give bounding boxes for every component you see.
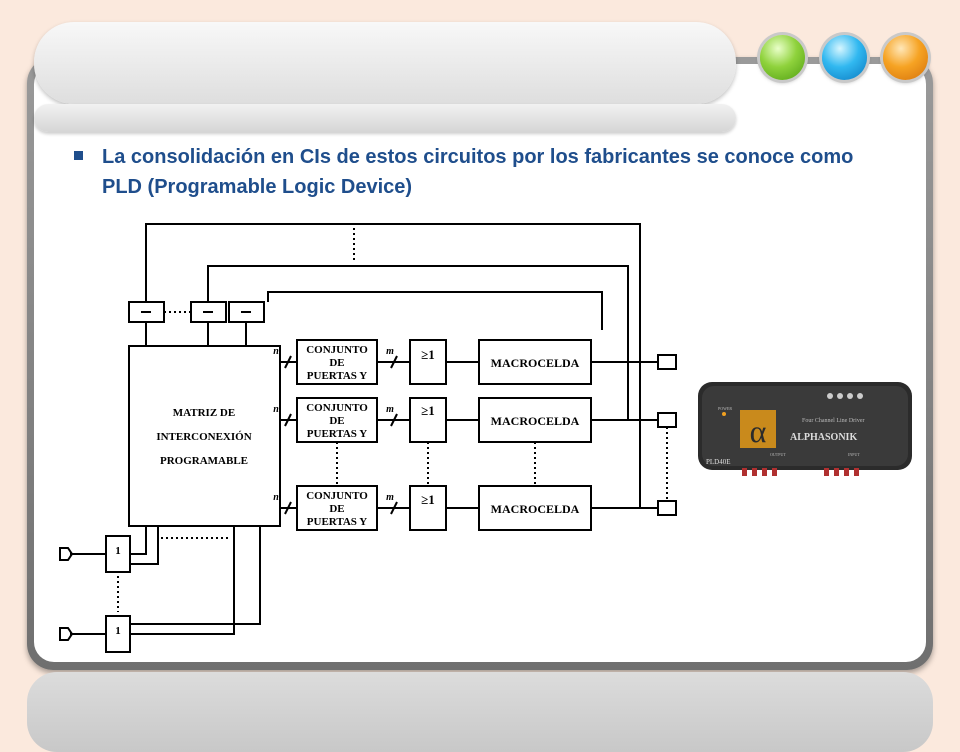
subtitle-bar <box>34 104 736 132</box>
or-label-1: ≥1 <box>421 347 435 362</box>
square-bullet-icon <box>74 151 83 160</box>
or-label-2: ≥1 <box>421 403 435 418</box>
macro-label-1: MACROCELDA <box>491 356 580 370</box>
device-photo: α Four Channel Line Driver ALPHASONIK PL… <box>692 322 918 548</box>
matrix-label-line1: MATRIZ DE <box>173 407 235 419</box>
gate-label-3b: DE <box>329 503 344 515</box>
alpha-logo: α <box>750 413 767 449</box>
gate-label-1a: CONJUNTO <box>306 344 368 356</box>
device-power-label: POWER <box>718 406 732 411</box>
matrix-label-line2: INTERCONEXIÓN <box>156 431 251 443</box>
pld-diagram-svg: MATRIZ DE INTERCONEXIÓN PROGRAMABLE CONJ… <box>59 223 677 653</box>
interconnect-matrix-box <box>128 345 281 527</box>
green-orb-icon <box>760 35 805 80</box>
blue-orb-icon <box>822 35 867 80</box>
gate-label-2c: PUERTAS Y <box>307 428 367 440</box>
macro-label-3: MACROCELDA <box>491 502 580 516</box>
device-input-label: INPUT <box>848 452 860 457</box>
device-svg: α Four Channel Line Driver ALPHASONIK PL… <box>698 382 912 476</box>
macro-label-2: MACROCELDA <box>491 414 580 428</box>
gate-label-1c: PUERTAS Y <box>307 370 367 382</box>
bus-n-label-1: n <box>273 346 279 357</box>
orange-orb-icon <box>883 35 928 80</box>
gate-label-2b: DE <box>329 415 344 427</box>
device-model: PLD40E <box>706 458 731 466</box>
bus-m-label-1: m <box>386 346 394 357</box>
bullet-text: La consolidación en CIs de estos circuit… <box>102 146 854 198</box>
device-brand: ALPHASONIK <box>790 432 857 443</box>
gate-label-3a: CONJUNTO <box>306 490 368 502</box>
bus-n-label-2: n <box>273 404 279 415</box>
device-caption: Four Channel Line Driver <box>802 418 864 424</box>
and-label-1: 1 <box>115 545 121 557</box>
bus-m-label-3: m <box>386 492 394 503</box>
gate-label-1b: DE <box>329 357 344 369</box>
bullet-point: La consolidación en CIs de estos circuit… <box>74 142 894 202</box>
pld-block-diagram: MATRIZ DE INTERCONEXIÓN PROGRAMABLE CONJ… <box>46 214 684 655</box>
device-output-label: OUTPUT <box>770 452 786 457</box>
gate-label-2a: CONJUNTO <box>306 402 368 414</box>
gate-label-3c: PUERTAS Y <box>307 516 367 528</box>
bus-n-label-3: n <box>273 492 279 503</box>
title-bar <box>34 22 736 104</box>
and-label-2: 1 <box>115 625 121 637</box>
bus-m-label-2: m <box>386 404 394 415</box>
matrix-label-line3: PROGRAMABLE <box>160 455 248 467</box>
or-label-3: ≥1 <box>421 492 435 507</box>
bottom-bar <box>27 672 933 752</box>
